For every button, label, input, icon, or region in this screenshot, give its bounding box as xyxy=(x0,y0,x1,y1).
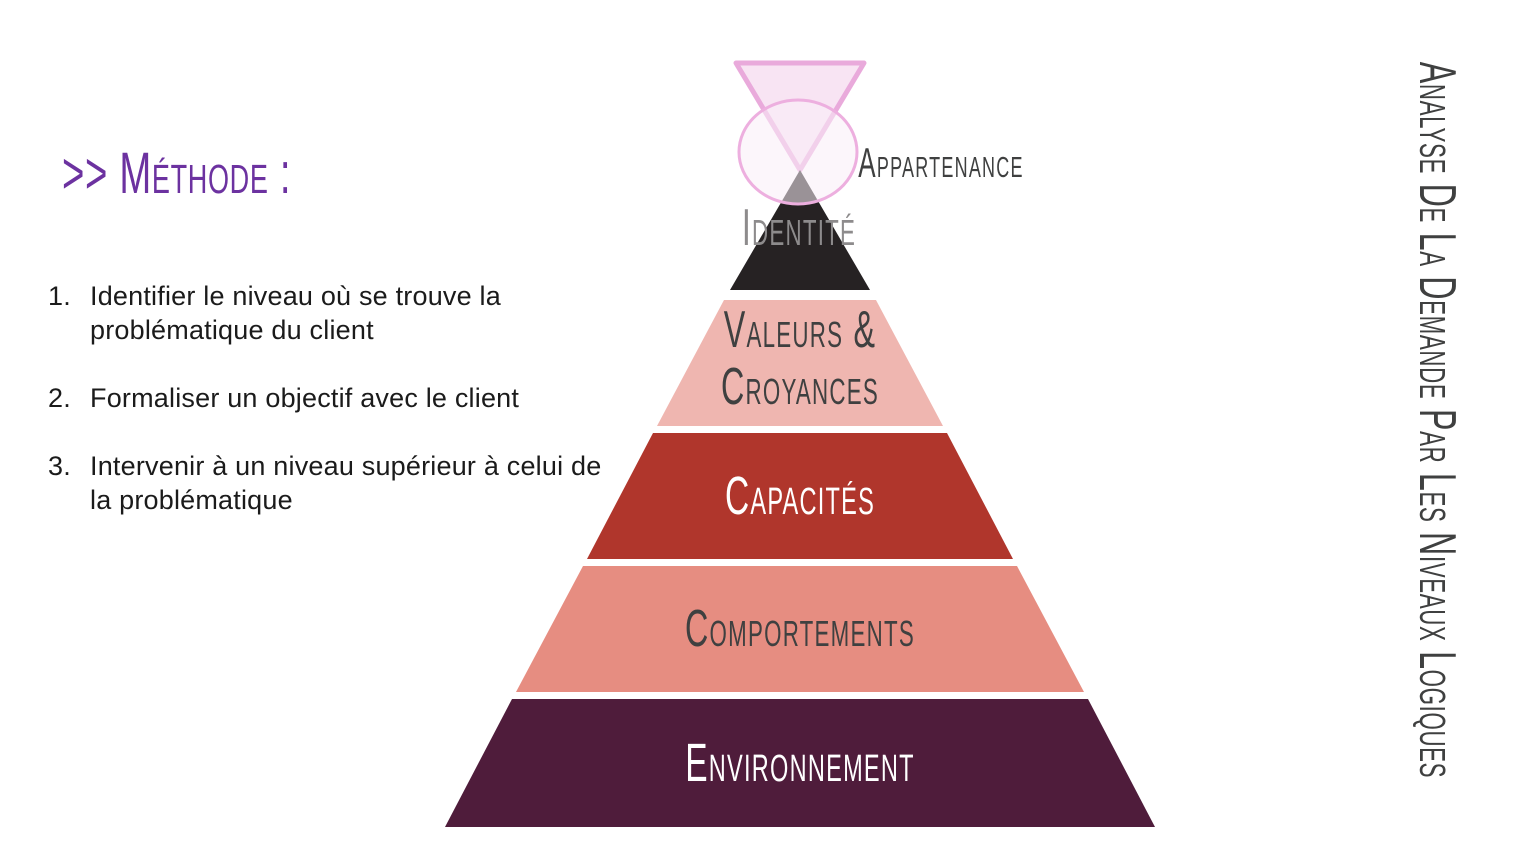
step-text: Identifier le niveau où se trouve la pro… xyxy=(90,281,501,346)
list-item: 1. Identifier le niveau où se trouve la … xyxy=(48,279,608,347)
method-steps-list: 1. Identifier le niveau où se trouve la … xyxy=(48,279,608,551)
level-label-comportements: Comportements xyxy=(685,600,915,658)
level-label-environnement: Environnement xyxy=(685,733,915,793)
level-label-appartenance: Appartenance xyxy=(858,139,1024,186)
step-text: Intervenir à un niveau supérieur à celui… xyxy=(90,451,602,516)
list-item: 2. Formaliser un objectif avec le client xyxy=(48,381,608,415)
step-number: 1. xyxy=(48,281,71,311)
level-label-capacites: Capacités xyxy=(724,466,876,526)
identity-apex-triangle xyxy=(730,170,870,290)
slide-vertical-title: Analyse De La Demande Par Les Niveaux Lo… xyxy=(1408,61,1466,779)
level-label-identite: Identité xyxy=(741,199,857,257)
environment-band xyxy=(445,699,1155,827)
capabilities-band xyxy=(587,433,1013,559)
method-heading: >> Méthode : xyxy=(62,141,292,206)
level-label-valeurs-croyances: Valeurs & Croyances xyxy=(720,300,880,416)
step-text: Formaliser un objectif avec le client xyxy=(90,383,520,414)
level-label-valeurs-line2: Croyances xyxy=(720,358,880,416)
step-number: 3. xyxy=(48,451,71,482)
level-label-valeurs-line1: Valeurs & xyxy=(723,300,877,359)
step-number: 2. xyxy=(48,383,71,414)
belonging-circle-icon xyxy=(737,98,859,206)
behaviors-band xyxy=(516,566,1084,692)
list-item: 3. Intervenir à un niveau supérieur à ce… xyxy=(48,449,608,517)
values-beliefs-band xyxy=(657,300,943,426)
